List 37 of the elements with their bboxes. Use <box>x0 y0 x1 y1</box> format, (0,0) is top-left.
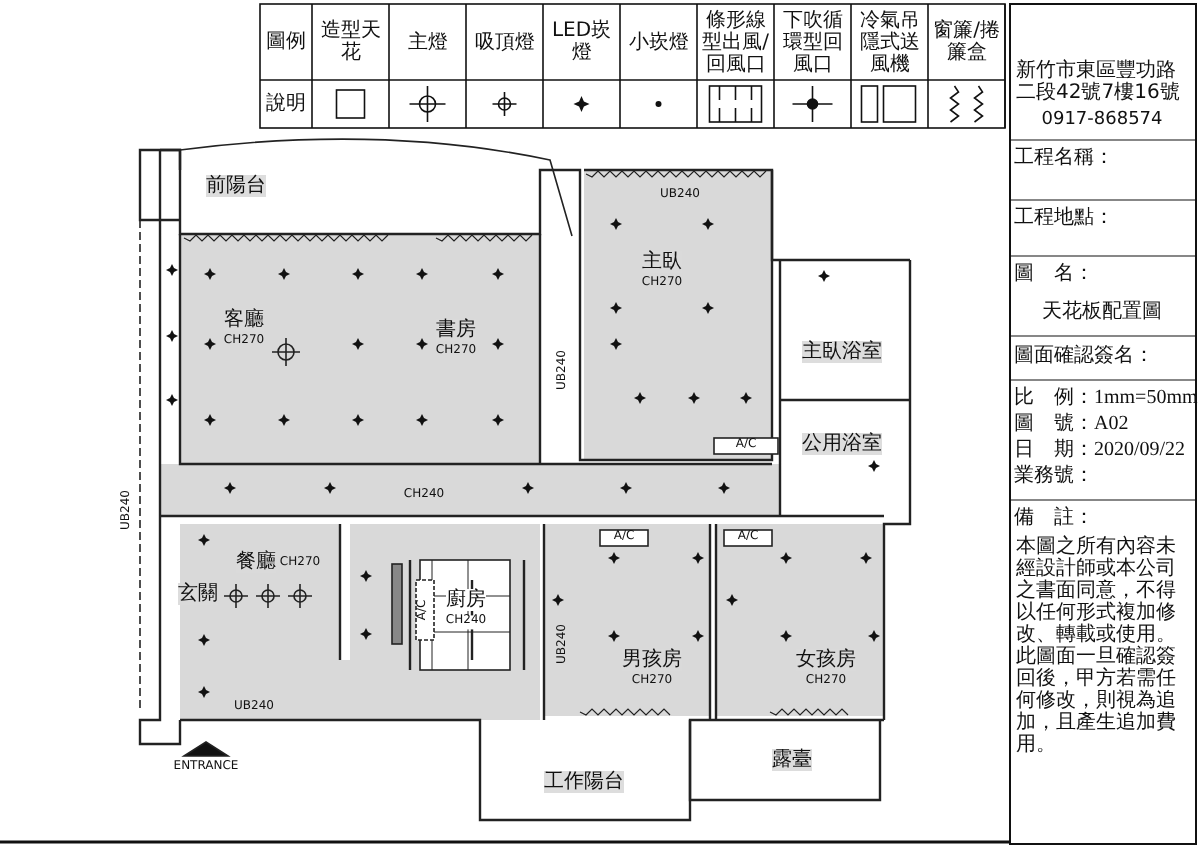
field-label: 圖面確認簽名： <box>1014 345 1154 367</box>
field-label: 備 註： <box>1014 507 1094 529</box>
drawing-title: 天花板配置圖 <box>1042 301 1162 323</box>
room-label: 書房 <box>436 319 476 341</box>
room-label: 公用浴室 <box>802 433 882 455</box>
field-label: 業務號： <box>1014 465 1094 487</box>
room-label: 玄關 <box>178 583 218 605</box>
room-label: 主臥浴室 <box>802 341 882 363</box>
room-label: 女孩房 <box>796 649 856 671</box>
table-header: 說明 <box>266 93 306 115</box>
legend-label: 造型天花 <box>318 20 383 64</box>
room-label: 餐廳 <box>236 551 276 573</box>
address-text: 新竹市東區豐功路二段42號7樓16號 <box>1016 60 1182 104</box>
legend-label: 窗簾/捲簾盒 <box>931 20 1002 64</box>
field-label: 工程名稱： <box>1014 147 1114 169</box>
field-label: 圖 名： <box>1014 263 1094 285</box>
room-label: 客廳 <box>224 309 264 331</box>
room-label: 主臥 <box>642 251 682 273</box>
room-label: 廚房 <box>446 589 486 611</box>
room-label: 露臺 <box>772 749 812 771</box>
legend-label: LED崁燈 <box>549 20 614 64</box>
room-label: 工作陽台 <box>544 771 624 793</box>
field-label: 比 例：1mm=50mm <box>1014 387 1198 409</box>
note-text: 本圖之所有內容未經設計師或本公司之書面同意，不得以任何形式複加修改、轉載或使用。此圖面一旦確認簽回後，甲方若需任何修改，則視為追加，且產生追加費用。 <box>1016 536 1178 756</box>
legend-label: 小崁燈 <box>628 31 689 53</box>
room-label: 前陽台 <box>206 175 266 197</box>
room-label: 男孩房 <box>622 649 682 671</box>
legend-label: 主燈 <box>407 31 448 53</box>
phone-number: 0917-868574 <box>1041 112 1163 132</box>
legend-label: 條形線型出風/回風口 <box>700 9 771 75</box>
table-header: 圖例 <box>266 31 306 53</box>
field-label: 日 期：2020/09/22 <box>1014 439 1186 461</box>
legend-label: 吸頂燈 <box>474 31 535 53</box>
legend-label: 冷氣吊隱式送風機 <box>857 9 922 75</box>
legend-label: 下吹循環型回風口 <box>780 9 845 75</box>
field-label: 工程地點： <box>1014 207 1114 229</box>
field-label: 圖 號：A02 <box>1014 413 1129 435</box>
